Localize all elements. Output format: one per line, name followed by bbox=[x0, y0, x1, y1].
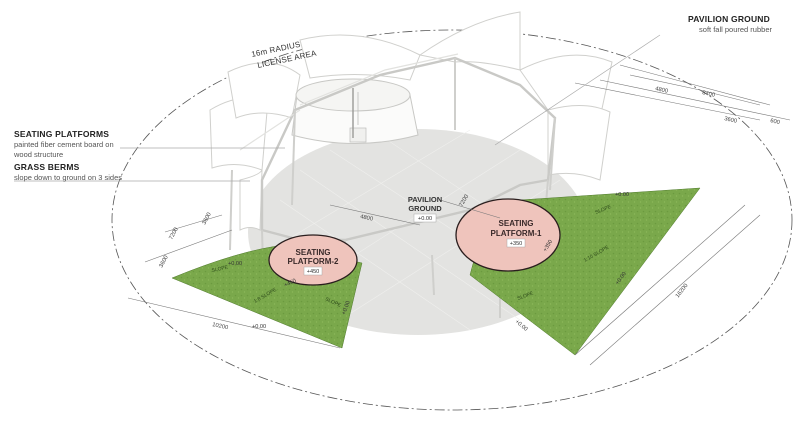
seating-platforms-title: SEATING PLATFORMS bbox=[14, 129, 109, 139]
license-area-boundary bbox=[111, 29, 793, 411]
level-r-top: +0.00 bbox=[615, 192, 629, 198]
slope-r3: SLOPE bbox=[517, 290, 535, 302]
level-l-right: +0.00 bbox=[341, 300, 351, 315]
level-l-bottom: +0.00 bbox=[252, 324, 266, 330]
platform1-label-1: SEATING bbox=[499, 219, 534, 228]
dim-4800-mid: 4800 bbox=[360, 214, 374, 223]
dim-3600-left-b: 3600 bbox=[158, 255, 169, 269]
level-l-top: +0.00 bbox=[228, 261, 242, 267]
platform2-label-2: PLATFORM-2 bbox=[288, 257, 340, 266]
leader-pavilion-ground bbox=[494, 34, 661, 146]
dim-600: 600 bbox=[770, 118, 781, 126]
level-r-bottom2: +0.00 bbox=[514, 319, 529, 333]
level-r-mid: +350 bbox=[543, 239, 555, 253]
grass-berms-title: GRASS BERMS bbox=[14, 162, 80, 172]
slope-l1: SLOPE bbox=[211, 264, 229, 273]
platform2-label-1: SEATING bbox=[296, 248, 331, 257]
seating-platform-2 bbox=[268, 234, 358, 286]
center-ground-level: +0.00 bbox=[418, 216, 432, 222]
dim-10200: 10200 bbox=[212, 322, 229, 331]
platform1-level: +350 bbox=[510, 241, 523, 247]
dim-3600-right: 3600 bbox=[724, 116, 738, 125]
platform1-label-2: PLATFORM-1 bbox=[491, 229, 543, 238]
seating-platforms-subtitle-2: wood structure bbox=[13, 150, 63, 159]
dim-7200-mid: 7200 bbox=[459, 194, 471, 208]
dim-4800-top: 4800 bbox=[655, 86, 669, 95]
dimension-lines bbox=[127, 64, 791, 366]
seating-platform-1 bbox=[455, 198, 561, 272]
dim-3600-left-a: 3600 bbox=[201, 212, 212, 226]
dim-8400: 8400 bbox=[702, 90, 716, 99]
pavilion-ground-title: PAVILION GROUND bbox=[688, 14, 770, 24]
center-ground-label-2: GROUND bbox=[408, 204, 442, 213]
level-l-450: +450 bbox=[283, 278, 297, 289]
platform2-level: +450 bbox=[307, 269, 320, 275]
pavilion-ground-subtitle: soft fall poured rubber bbox=[699, 25, 772, 34]
seating-platforms-subtitle-1: painted fiber cement board on bbox=[14, 140, 114, 149]
dim-16200: 16200 bbox=[675, 283, 690, 299]
grass-berms-subtitle: slope down to ground on 3 sides bbox=[14, 173, 122, 182]
dim-7200-left: 7200 bbox=[168, 227, 179, 241]
pavilion-canopy-structure bbox=[209, 11, 613, 318]
center-ground-label-1: PAVILION bbox=[408, 195, 442, 204]
